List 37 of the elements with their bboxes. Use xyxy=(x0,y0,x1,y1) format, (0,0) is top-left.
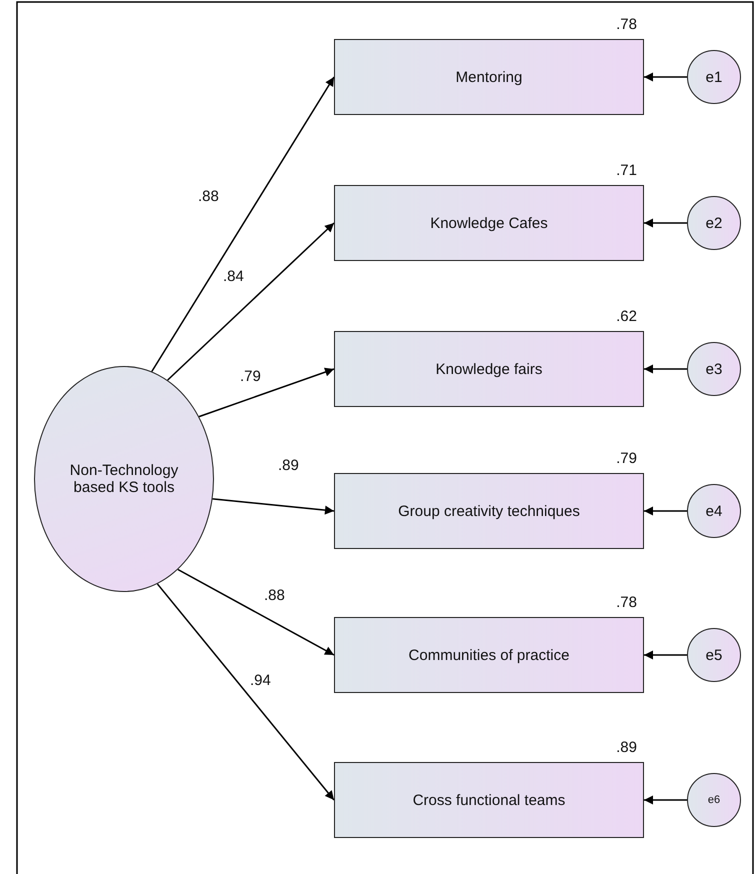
error-term-circle xyxy=(687,628,741,682)
arrow xyxy=(167,222,335,381)
arrow xyxy=(644,506,687,516)
r-squared-value: .62 xyxy=(616,308,637,325)
arrow xyxy=(644,364,687,374)
error-term-circle xyxy=(687,342,741,396)
arrow xyxy=(151,76,335,372)
arrow xyxy=(644,650,687,660)
arrow xyxy=(178,568,334,656)
node-label: Non-Technology based KS tools xyxy=(68,462,180,496)
r-squared-value: .78 xyxy=(616,16,637,33)
error-term-circle xyxy=(687,196,741,250)
arrow xyxy=(644,218,687,228)
arrow xyxy=(644,72,687,82)
node-label: e4 xyxy=(704,502,724,520)
node-label: Group creativity techniques xyxy=(397,502,581,520)
r-squared-value: .78 xyxy=(616,594,637,611)
error-term-circle xyxy=(687,484,741,538)
node-label: Knowledge Cafes xyxy=(429,214,549,232)
node-label: Mentoring xyxy=(454,68,524,86)
error-term-circle xyxy=(687,50,741,104)
node-label: e2 xyxy=(704,214,724,232)
node-label: Communities of practice xyxy=(408,646,570,664)
r-squared-value: .89 xyxy=(616,739,637,756)
arrow xyxy=(212,498,334,515)
arrow xyxy=(644,796,687,804)
node-label: Knowledge fairs xyxy=(434,360,544,378)
r-squared-value: .71 xyxy=(616,162,637,179)
node-label: e5 xyxy=(704,646,724,664)
node-label: Cross functional teams xyxy=(412,792,566,808)
arrow xyxy=(156,583,335,800)
node-label: e6 xyxy=(706,794,722,806)
node-label: e3 xyxy=(704,360,724,378)
arrow xyxy=(198,368,334,418)
r-squared-value: .79 xyxy=(616,450,637,467)
node-label: e1 xyxy=(704,68,724,86)
error-term-circle xyxy=(687,773,741,827)
